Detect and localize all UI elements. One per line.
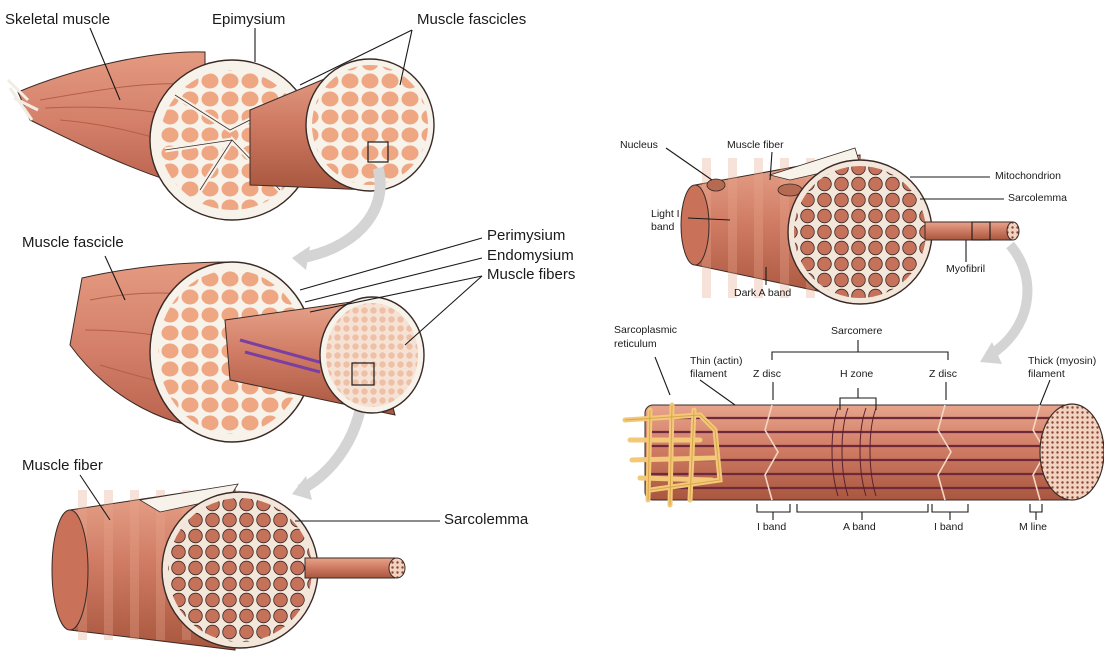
label-z-disc-right: Z disc — [929, 369, 957, 381]
label-z-disc-left: Z disc — [753, 369, 781, 381]
label-muscle-fascicle: Muscle fascicle — [22, 235, 124, 252]
label-sarcolemma: Sarcolemma — [444, 512, 528, 529]
skeletal-muscle-illustration — [8, 52, 434, 220]
label-m-line: M line — [1019, 522, 1047, 534]
label-a-band: A band — [843, 522, 876, 534]
label-sarcoplasmic-reticulum: Sarcoplasmic — [614, 325, 677, 337]
label-thin-filament-2: filament — [690, 369, 727, 381]
label-myofibril: Myofibril — [946, 264, 985, 276]
muscle-fascicle-illustration — [70, 262, 424, 442]
label-sarcoplasmic-reticulum-2: reticulum — [614, 339, 657, 351]
label-thick-filament-2: filament — [1028, 369, 1065, 381]
label-thick-filament: Thick (myosin) — [1028, 356, 1096, 368]
label-muscle-fascicles: Muscle fascicles — [417, 12, 526, 29]
label-light-i-band: Light I — [651, 209, 680, 221]
label-i-band-left: I band — [757, 522, 786, 534]
label-mitochondrion: Mitochondrion — [995, 171, 1061, 183]
label-skeletal-muscle: Skeletal muscle — [5, 12, 110, 29]
label-light-i-band-2: band — [651, 222, 674, 234]
label-i-band-right: I band — [934, 522, 963, 534]
label-muscle-fiber-right: Muscle fiber — [727, 140, 784, 152]
label-nucleus: Nucleus — [620, 140, 658, 152]
myofibril-illustration — [625, 404, 1104, 505]
label-endomysium: Endomysium — [487, 248, 574, 265]
label-muscle-fibers: Muscle fibers — [487, 267, 575, 284]
muscle-fiber-illustration — [52, 484, 405, 650]
label-thin-filament: Thin (actin) — [690, 356, 743, 368]
label-perimysium: Perimysium — [487, 228, 565, 245]
label-h-zone: H zone — [840, 369, 873, 381]
label-sarcolemma-right: Sarcolemma — [1008, 193, 1067, 205]
muscle-fiber-detail-illustration — [681, 148, 1019, 304]
label-epimysium: Epimysium — [212, 12, 285, 29]
label-dark-a-band: Dark A band — [734, 288, 791, 300]
label-muscle-fiber: Muscle fiber — [22, 458, 103, 475]
label-sarcomere: Sarcomere — [831, 326, 882, 338]
